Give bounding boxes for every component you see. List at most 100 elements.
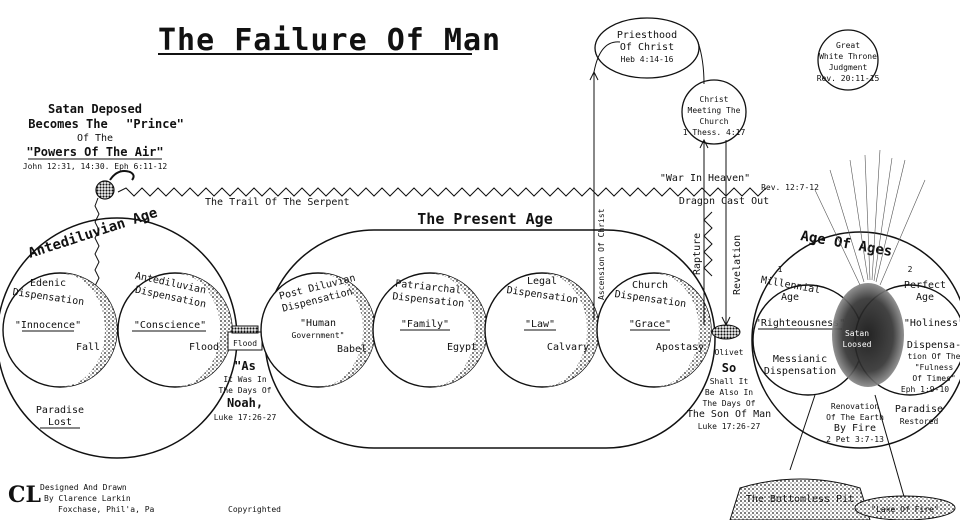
millennial-md-2: Dispensation — [764, 366, 836, 377]
trail-label: The Trail Of The Serpent — [205, 197, 350, 208]
perfect-theme: "Holiness" — [904, 318, 960, 329]
satan-loosed-2: Loosed — [843, 340, 872, 349]
renovation-l2: Of The Earth — [826, 413, 884, 422]
legal-dispensation: Legal Dispensation "Law" Calvary — [484, 272, 600, 388]
so-l2: Shall It — [710, 377, 749, 386]
paradise-restored-1: Paradise — [895, 404, 943, 415]
so-l3: Be Also In — [705, 388, 753, 397]
perfect-age: 2 Perfect Age "Holiness" Dispensa- tion … — [832, 265, 960, 396]
postdiluvian-theme-1: "Human — [300, 318, 336, 329]
page-title: The Failure Of Man — [158, 23, 501, 58]
church-dispensation: Church Dispensation "Grace" Apostasy — [596, 272, 712, 388]
credit-1: Designed And Drawn — [40, 483, 127, 492]
priesthood-l2: Of Christ — [620, 42, 674, 53]
as-l3: The Days Of — [219, 386, 272, 395]
war-l1: "War In Heaven" — [660, 173, 750, 184]
meeting-l2: Meeting The — [688, 106, 741, 115]
war-ref: Rev. 12:7-12 — [761, 183, 819, 192]
perfect-ref: Eph 1:9-10 — [901, 385, 949, 394]
satan-line2: Becomes The — [28, 117, 107, 131]
postdiluvian-end: Babel — [337, 344, 367, 355]
priesthood-l1: Priesthood — [617, 30, 677, 41]
gwt-l1: Great — [836, 41, 860, 50]
as-noah: Noah, — [227, 396, 263, 410]
so-ref: Luke 17:26-27 — [698, 422, 761, 431]
bottomless-pit: The Bottomless Pit — [729, 478, 871, 521]
dragon-fall-line — [703, 211, 713, 277]
war-l2: Dragon Cast Out — [679, 196, 769, 207]
as-ref: Luke 17:26-27 — [214, 413, 277, 422]
lake-line — [874, 394, 906, 501]
gwt-l2: White Throne — [819, 52, 877, 61]
paradise-restored-2: Restored — [900, 417, 939, 426]
as-word: "As — [234, 359, 256, 373]
perfect-disp-1: Dispensa- — [907, 340, 960, 351]
perfect-l1: Perfect — [904, 280, 946, 291]
satan-line3: Of The — [77, 133, 113, 144]
patriarchal-dispensation: Patriarchal Dispensation "Family" Egypt — [372, 272, 488, 388]
pit-line — [789, 394, 816, 471]
antediluvian-end: Flood — [189, 342, 219, 353]
paradise-lost-2: Lost — [48, 417, 72, 428]
meeting-ref: 1 Thess. 4:17 — [683, 128, 746, 137]
copyright: Copyrighted — [228, 505, 281, 514]
perfect-disp-4: Of Times" — [912, 374, 955, 383]
antediluvian-theme: "Conscience" — [134, 320, 206, 331]
church-theme: "Grace" — [629, 319, 671, 330]
millennial-md-1: Messianic — [773, 354, 827, 365]
serpent-trail — [117, 187, 767, 197]
olivet-label: Olivet — [715, 348, 744, 357]
satan-line1: Satan Deposed — [48, 102, 142, 116]
millennial-num: 1 — [778, 265, 783, 274]
church-name-1: Church — [632, 280, 668, 291]
legal-name-1: Legal — [527, 276, 557, 287]
lake-of-fire-label: "Lake Of Fire" — [871, 505, 938, 514]
satan-prince: "Prince" — [126, 117, 184, 131]
church-end: Apostasy — [656, 342, 704, 353]
antediluvian-dispensation: Antediluvian Dispensation "Conscience" F… — [117, 271, 233, 388]
flood-ark: Flood — [227, 325, 263, 351]
olivet-block: Olivet So Shall It Be Also In The Days O… — [687, 324, 771, 431]
gwt-ref: Rev. 20:11-15 — [817, 74, 880, 83]
so-l5: The Son Of Man — [687, 409, 771, 420]
as-l2: It Was In — [223, 375, 267, 384]
perfect-num: 2 — [908, 265, 913, 274]
revelation-label: Revelation — [732, 235, 743, 295]
patriarchal-end: Egypt — [447, 342, 477, 353]
legal-theme: "Law" — [525, 319, 555, 330]
age-of-ages-circle — [751, 231, 960, 449]
present-age-label: The Present Age — [417, 210, 552, 228]
priesthood-ref: Heb 4:14-16 — [621, 55, 674, 64]
credit-2: By Clarence Larkin — [44, 494, 131, 503]
rapture-label: Rapture — [692, 233, 703, 275]
renovation-l3: By Fire — [834, 423, 876, 434]
vertical-lines — [589, 41, 731, 327]
millennial-l2: Age — [781, 292, 799, 303]
edenic-end: Fall — [76, 342, 100, 353]
postdiluvian-theme-2: Government" — [292, 331, 345, 340]
perfect-disp-2: tion Of The — [908, 352, 960, 361]
paradise-lost-1: Paradise — [36, 405, 84, 416]
bottomless-pit-label: The Bottomless Pit — [746, 494, 854, 505]
antediluvian-age-label: Antediluvian Age — [26, 205, 159, 262]
edenic-dispensation: Edenic Dispensation "Innocence" Fall — [2, 272, 118, 388]
patriarchal-theme: "Family" — [401, 319, 449, 330]
satan-ref: John 12:31, 14:30. Eph 6:11-12 — [23, 162, 168, 171]
so-word: So — [722, 361, 736, 375]
as-noah-block: "As It Was In The Days Of Noah, Luke 17:… — [214, 359, 277, 422]
fire-rays — [814, 149, 926, 286]
perfect-disp-3: "Fulness — [915, 363, 954, 372]
meeting-bubble: Christ Meeting The Church 1 Thess. 4:17 — [681, 79, 747, 145]
credit-3: Foxchase, Phil'a, Pa — [58, 505, 155, 514]
gwt-l3: Judgment — [829, 63, 868, 72]
postdiluvian-dispensation: Post Diluvian Dispensation "Human Govern… — [260, 272, 376, 388]
monogram: CL — [8, 482, 41, 508]
renovation-l1: Renovation — [831, 402, 879, 411]
millennial-theme: "Righteousness" — [755, 318, 845, 329]
flood-box-label: Flood — [233, 339, 257, 348]
renovation-ref: 2 Pet 3:7-13 — [826, 435, 884, 444]
edenic-name-1: Edenic — [30, 278, 66, 289]
satan-deposed-block: Satan Deposed Becomes The "Prince" Of Th… — [23, 102, 184, 171]
